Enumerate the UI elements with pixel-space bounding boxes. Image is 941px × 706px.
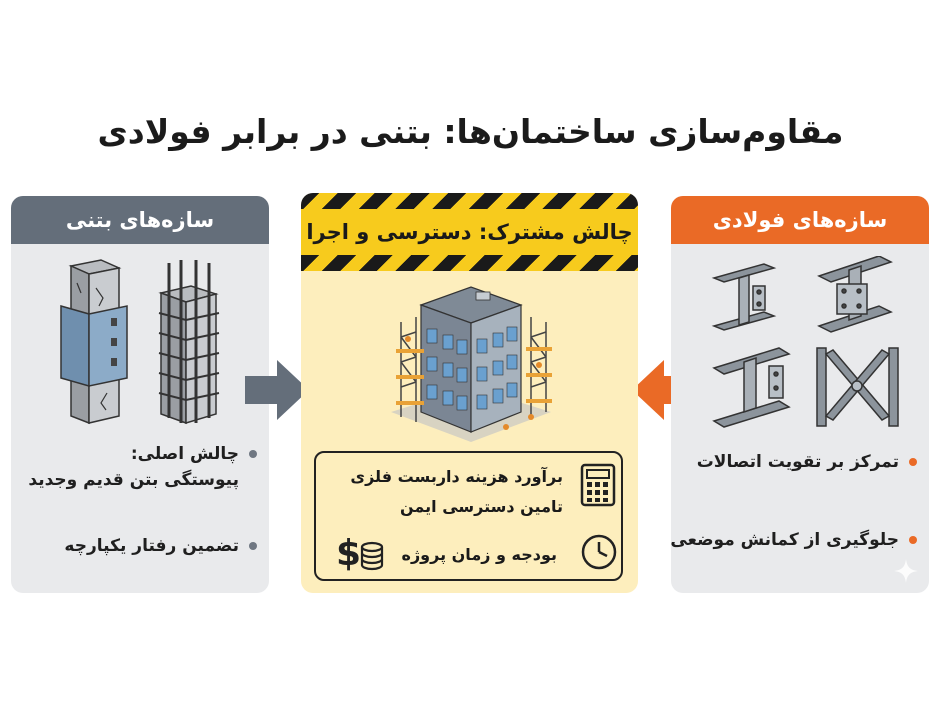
bullet-dot bbox=[909, 458, 917, 466]
list-item: تمرکز بر تقویت اتصالات bbox=[697, 450, 917, 474]
concrete-panel-header: سازه‌های بتنی bbox=[11, 196, 269, 244]
bullet-dot bbox=[909, 536, 917, 544]
steel-beam-joint-icon bbox=[817, 256, 893, 333]
page-title: مقاوم‌سازی ساختمان‌ها: بتنی در برابر فول… bbox=[97, 112, 844, 151]
steel-bracing-icon bbox=[816, 347, 899, 427]
rebar-cage-column-icon bbox=[158, 260, 220, 425]
info-item-budget: بودجه و زمان پروژه bbox=[401, 545, 557, 564]
list-item: جلوگیری از کمانش موضعی bbox=[671, 528, 917, 552]
hazard-stripe-bottom bbox=[301, 255, 638, 271]
svg-text:$: $ bbox=[336, 533, 361, 573]
list-item: پیوستگی بتن قدیم وجدید bbox=[28, 470, 239, 490]
clock-icon bbox=[581, 534, 617, 570]
list-item: تضمین رفتار یکپارچه bbox=[64, 534, 257, 558]
info-item-access: تامین دسترسی ایمن bbox=[400, 497, 563, 516]
calculator-icon bbox=[580, 463, 616, 507]
sparkle-icon bbox=[894, 559, 918, 583]
concrete-columns-illustration bbox=[60, 259, 220, 425]
steel-beam-joint-icon bbox=[711, 263, 777, 331]
left-arrow-icon bbox=[632, 360, 696, 420]
building-scaffold-icon bbox=[391, 286, 552, 442]
bullet-dot bbox=[249, 542, 257, 550]
bullet-dot bbox=[249, 450, 257, 458]
hazard-stripe-top bbox=[301, 193, 638, 209]
steel-panel: سازه‌های فولادی bbox=[671, 196, 929, 593]
dollar-coins-icon: $ bbox=[336, 533, 384, 573]
steel-beam-joint-icon bbox=[712, 347, 791, 428]
list-item: چالش اصلی: bbox=[131, 442, 257, 466]
steel-panel-header: سازه‌های فولادی bbox=[671, 196, 929, 244]
concrete-jacketed-column-icon bbox=[60, 259, 128, 425]
info-item-cost: برآورد هزینه داربست فلزی bbox=[350, 467, 563, 486]
right-arrow-icon bbox=[245, 360, 309, 420]
concrete-panel: سازه‌های بتنی bbox=[11, 196, 269, 593]
shared-challenge-panel: چالش مشترک: دسترسی و اجرا bbox=[301, 193, 638, 593]
steel-members-illustration bbox=[711, 256, 899, 428]
shared-challenge-header: چالش مشترک: دسترسی و اجرا bbox=[301, 209, 638, 255]
shared-challenge-info-box: برآورد هزینه داربست فلزی تامین دسترسی ای… bbox=[314, 451, 623, 581]
